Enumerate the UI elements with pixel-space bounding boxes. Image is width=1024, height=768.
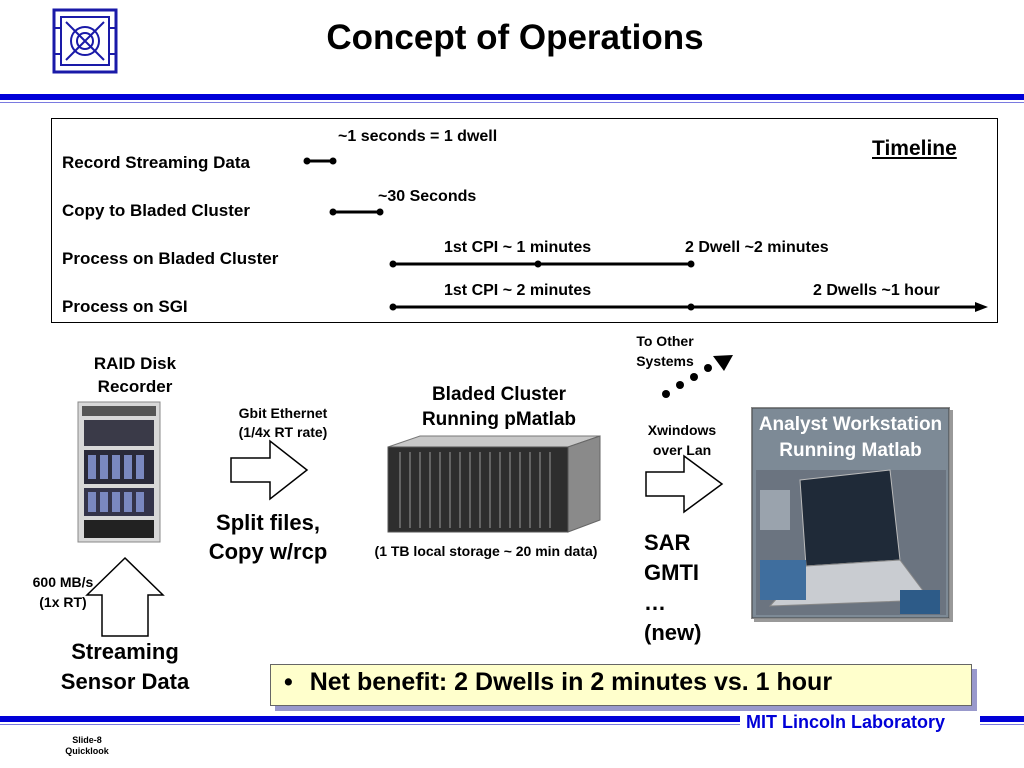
- timeline-panel: [51, 118, 998, 323]
- other-systems-label: To Other Systems: [620, 331, 710, 371]
- cluster-caption-line1: Bladed Cluster: [431, 384, 567, 405]
- row-label-bladed: Process on Bladed Cluster: [62, 249, 279, 268]
- row-label-copy: Copy to Bladed Cluster: [62, 201, 250, 220]
- sensor-label: Streaming Sensor Data: [40, 637, 210, 697]
- footer-slide-info: Slide-8 Quicklook: [52, 735, 122, 757]
- cluster-caption-line2: Running pMatlab: [421, 409, 577, 430]
- bottom-divider-right: [980, 716, 1024, 722]
- xwindows-label-line2: over Lan: [652, 442, 712, 458]
- sensor-label-line1: Streaming: [71, 639, 179, 664]
- footer-lab-name: MIT Lincoln Laboratory: [746, 712, 946, 732]
- other-systems-dotted-arrow: [662, 355, 733, 398]
- ethernet-label-line2: (1/4x RT rate): [238, 424, 328, 440]
- workstation-caption-line1: Analyst Workstation: [758, 414, 943, 435]
- benefit-bullet: •: [284, 668, 293, 696]
- sensor-up-arrow: [85, 556, 165, 637]
- note-bladed-cpi: 1st CPI ~ 1 minutes: [444, 239, 592, 256]
- bottom-divider-left-thin: [0, 724, 740, 725]
- timeline-heading: Timeline: [872, 137, 957, 160]
- bottom-divider-right-thin: [980, 724, 1024, 725]
- outputs-list: SAR GMTI … (new): [644, 528, 701, 648]
- page-title: Concept of Operations: [326, 18, 704, 57]
- sensor-rate: 600 MB/s (1x RT): [18, 572, 108, 612]
- raid-recorder-image: [77, 401, 161, 543]
- split-label-line2: Copy w/rcp: [208, 539, 328, 564]
- mit-ll-logo: [52, 8, 118, 74]
- bar-record: [303, 157, 337, 165]
- sensor-label-line2: Sensor Data: [60, 669, 190, 694]
- analyst-workstation-image: [751, 407, 950, 619]
- cluster-caption: Bladed Cluster Running pMatlab: [393, 382, 605, 432]
- workstation-caption-line2: Running Matlab: [779, 440, 922, 461]
- footer-slide-number: Slide-8: [72, 735, 102, 745]
- xwindows-right-arrow: [645, 454, 724, 514]
- output-ellipsis: …: [644, 590, 666, 615]
- cluster-storage: (1 TB local storage ~ 20 min data): [374, 543, 598, 559]
- top-divider-thin: [0, 102, 1024, 103]
- benefit-text: Net benefit: 2 Dwells in 2 minutes vs. 1…: [309, 668, 833, 696]
- xwindows-label: Xwindows over Lan: [630, 420, 734, 460]
- bar-bladed: [389, 260, 695, 268]
- raid-caption-line1: RAID Disk: [93, 354, 177, 373]
- other-systems-line1: To Other: [636, 333, 694, 349]
- output-new: (new): [644, 620, 702, 645]
- output-gmti: GMTI: [644, 560, 699, 585]
- bladed-cluster-image: [387, 435, 601, 533]
- ethernet-right-arrow: [230, 439, 309, 501]
- raid-caption-line2: Recorder: [97, 377, 173, 396]
- bottom-divider-left: [0, 716, 740, 722]
- top-divider: [0, 94, 1024, 100]
- sensor-rate-line1: 600 MB/s: [32, 574, 94, 590]
- split-label-line1: Split files,: [216, 510, 320, 535]
- row-label-sgi: Process on SGI: [62, 297, 188, 316]
- benefit-callout: [270, 664, 972, 706]
- ethernet-label: Gbit Ethernet (1/4x RT rate): [213, 404, 353, 442]
- bar-copy: [329, 208, 384, 216]
- other-systems-line2: Systems: [636, 353, 694, 369]
- note-sgi-dwell: 2 Dwells ~1 hour: [813, 282, 940, 299]
- workstation-photo-frame: [751, 407, 950, 619]
- note-sgi-cpi: 1st CPI ~ 2 minutes: [444, 282, 592, 299]
- note-bladed-dwell: 2 Dwell ~2 minutes: [685, 239, 829, 256]
- bar-sgi: [389, 302, 988, 312]
- xwindows-label-line1: Xwindows: [647, 422, 717, 438]
- note-dwell: ~1 seconds = 1 dwell: [338, 128, 498, 145]
- raid-caption: RAID Disk Recorder: [70, 352, 200, 398]
- workstation-caption: Analyst Workstation Running Matlab: [752, 412, 949, 464]
- split-label: Split files, Copy w/rcp: [188, 508, 348, 566]
- footer-deck-name: Quicklook: [65, 746, 109, 756]
- benefit-text-row: • Net benefit: 2 Dwells in 2 minutes vs.…: [284, 668, 832, 697]
- output-sar: SAR: [644, 530, 691, 555]
- ethernet-label-line1: Gbit Ethernet: [238, 405, 328, 421]
- note-copy: ~30 Seconds: [378, 188, 477, 205]
- row-label-record: Record Streaming Data: [62, 153, 250, 172]
- sensor-rate-line2: (1x RT): [39, 594, 87, 610]
